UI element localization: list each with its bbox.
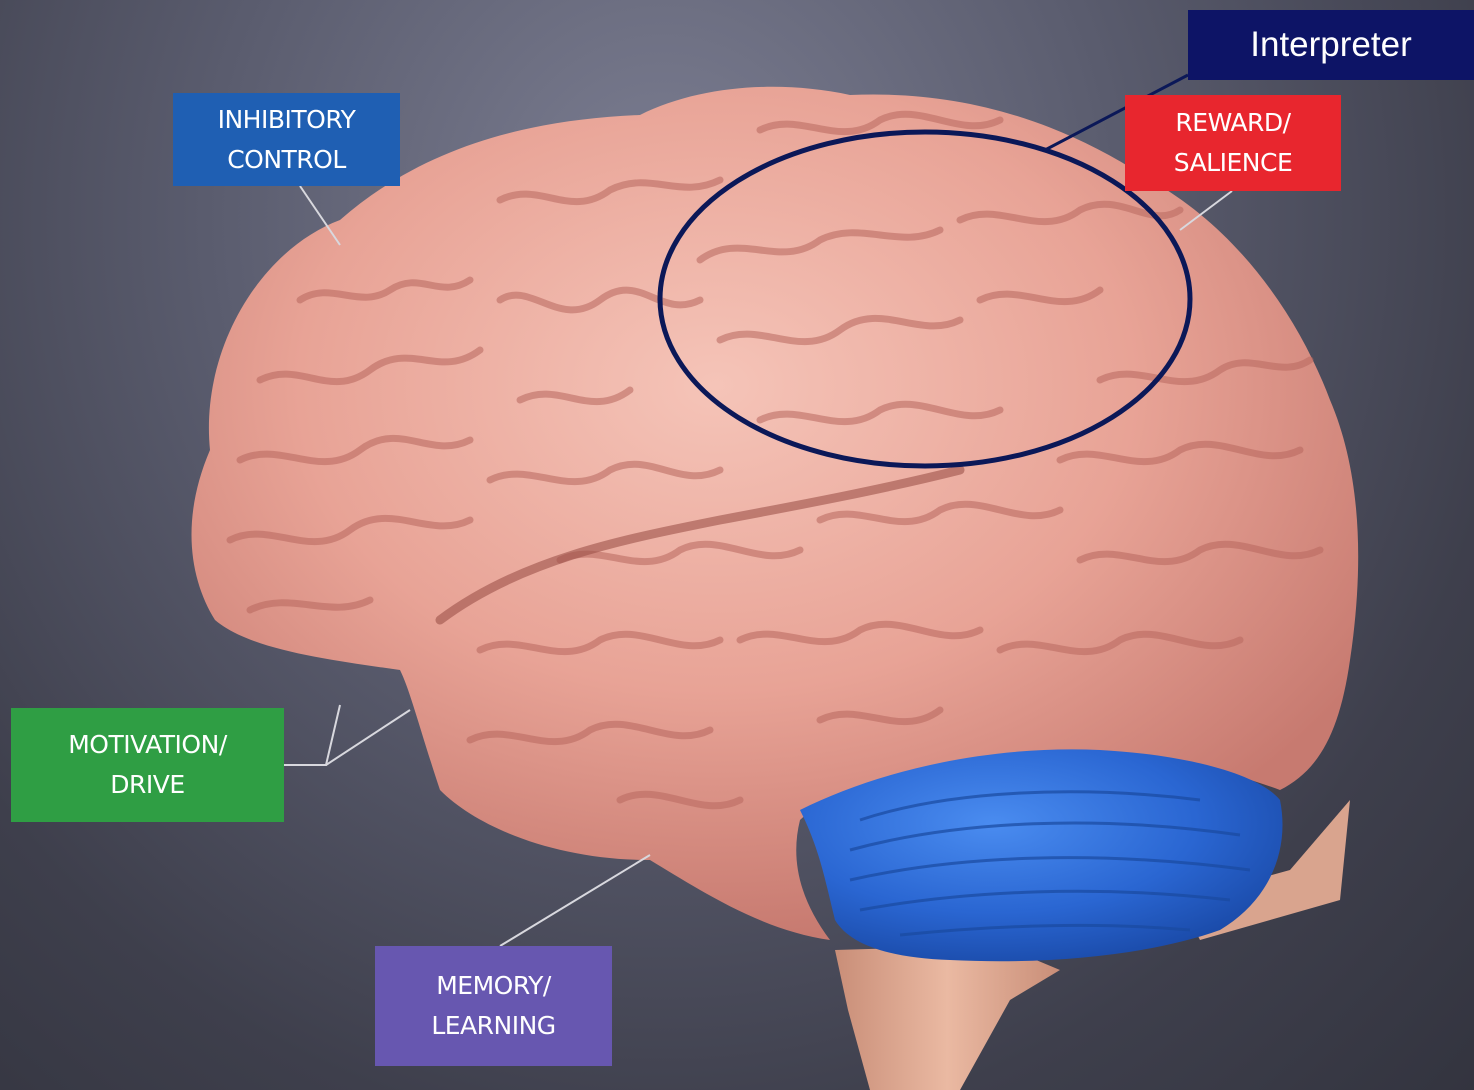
motivation-drive-label: MOTIVATION/ DRIVE [11,708,284,822]
memory-learning-label: MEMORY/ LEARNING [375,946,612,1066]
inhibitory-line1: INHIBITORY [218,100,356,140]
reward-salience-label: REWARD/ SALIENCE [1125,95,1341,191]
brain-stem [835,945,1060,1090]
inhibitory-control-label: INHIBITORY CONTROL [173,93,400,186]
memory-line1: MEMORY/ [436,966,551,1006]
cerebellum [800,749,1283,961]
reward-line1: REWARD/ [1175,103,1290,143]
interpreter-label: Interpreter [1188,10,1474,80]
reward-line2: SALIENCE [1174,143,1293,183]
motivation-line2: DRIVE [110,765,184,805]
memory-line2: LEARNING [431,1006,555,1046]
motivation-line1: MOTIVATION/ [68,725,227,765]
inhibitory-line2: CONTROL [227,140,346,180]
